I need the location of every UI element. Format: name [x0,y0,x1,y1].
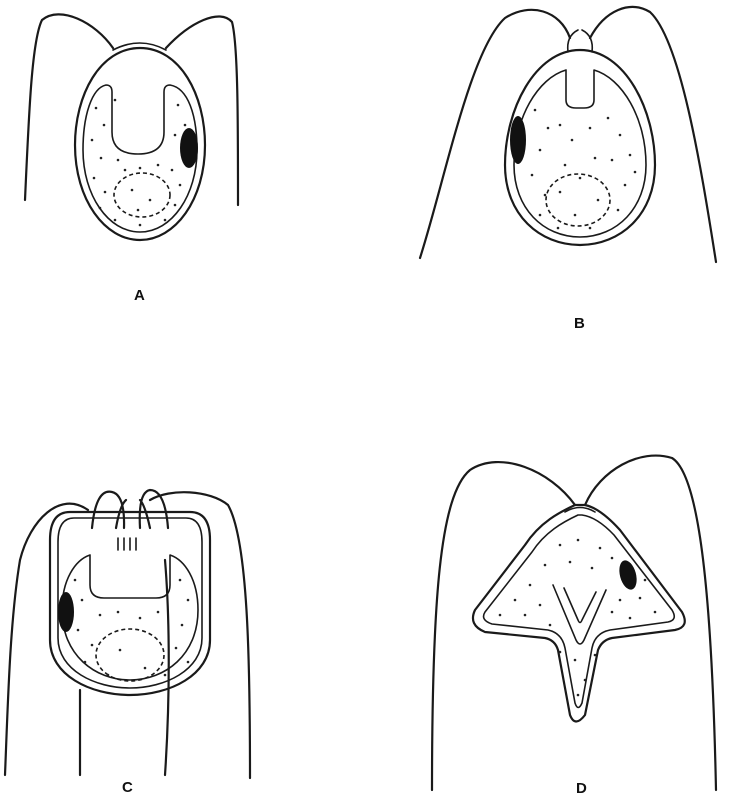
flagellum-left-outer [5,504,88,775]
flagellum-left [25,14,113,200]
cell-a: A [25,14,238,304]
cytoplasm-granules [74,579,190,677]
eyespot [58,592,74,632]
cell-b: B [420,7,716,332]
panel-label-d: D [576,780,587,797]
panel-label-c: C [122,779,133,796]
panel-label-b: B [574,315,585,332]
panel-label-a: A [134,287,145,304]
inner-protoplast [62,555,198,680]
flagellum-right [585,456,716,790]
cytoplasm-granules [531,109,637,230]
pyrenoid [96,629,164,681]
flagella-base-right [582,30,592,52]
flagellum-left [420,10,570,258]
cell-c: C [5,490,250,796]
eyespot [180,128,198,168]
pyrenoid [114,173,170,217]
cell-d: D [432,456,716,797]
inner-wall [484,515,675,708]
cytoplasm-granules [91,99,187,227]
outer-wall [505,50,655,245]
pyrenoid [546,174,610,226]
basal-bodies [118,538,136,550]
flagellum-trailing-right [165,560,169,775]
outer-wall [473,505,685,722]
inner-protoplast [514,70,646,237]
flagellum-right-outer [150,492,250,778]
eyespot [510,116,526,164]
